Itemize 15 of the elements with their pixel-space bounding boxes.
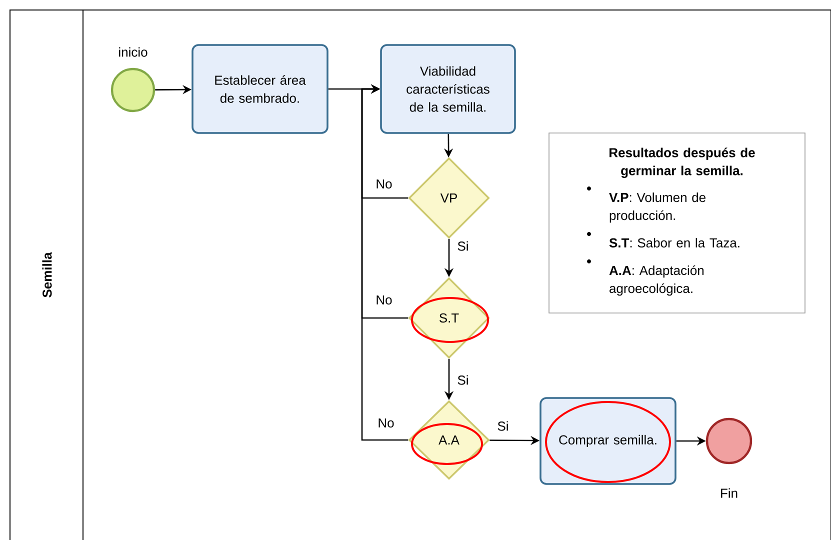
task-box: Viabilidad características de la semilla. (380, 44, 516, 134)
edge-label: No (374, 294, 394, 306)
edge-label: No (374, 178, 394, 190)
edge-label: Si (456, 374, 470, 386)
arrow (361, 84, 408, 441)
task-box: Comprar semilla. (540, 397, 676, 485)
event-label: Fin (721, 488, 738, 498)
end-event-circle (706, 418, 752, 464)
task-box: Establecer área de sembrado. (192, 44, 328, 134)
event-label: inicio (119, 47, 148, 57)
edge-label: Si (496, 420, 510, 432)
start-event-circle (110, 68, 156, 112)
edge-label: Si (456, 240, 470, 252)
edge-label: No (376, 417, 396, 429)
note-box: Resultados después de germinar la semilla. V.P: Volumen de producción. S.T: Sabor en la Taza. A.A: Adaptación agroecológica. (548, 132, 806, 314)
